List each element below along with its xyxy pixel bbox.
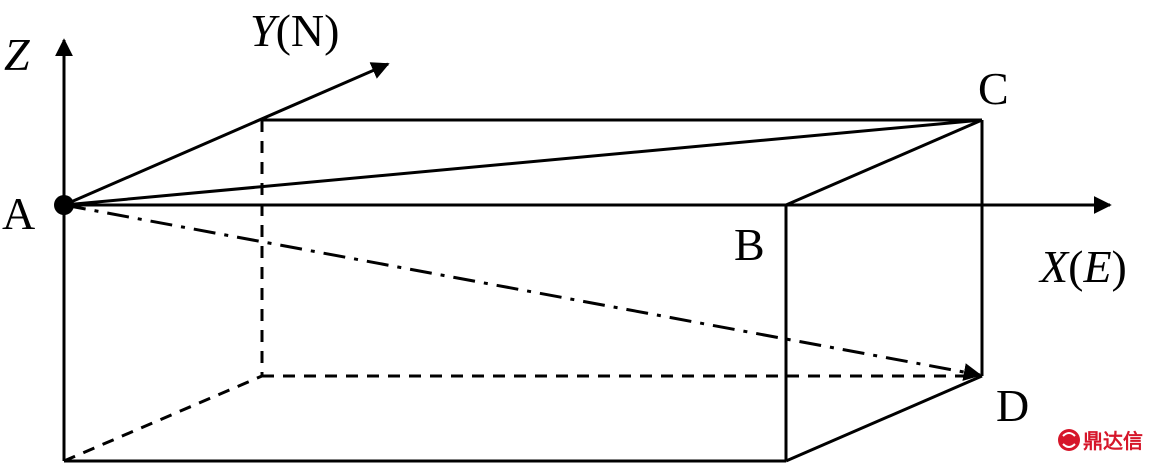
x-axis-label: X(E) bbox=[1038, 241, 1127, 292]
line-a-to-d bbox=[63, 203, 982, 381]
point-a-dot bbox=[54, 195, 74, 215]
hidden-edge-bottom-left bbox=[63, 374, 263, 463]
edge-b-to-c bbox=[785, 118, 983, 207]
x-axis-label-open: ( bbox=[1068, 241, 1083, 292]
y-axis-label-unit: (N) bbox=[276, 5, 340, 56]
x-axis-label-unit: E bbox=[1082, 241, 1111, 292]
edge-bottom-right bbox=[785, 374, 983, 463]
y-axis-label-var: Y bbox=[250, 5, 280, 56]
point-d-label: D bbox=[996, 380, 1029, 431]
watermark-logo: 鼎达信 bbox=[1058, 429, 1143, 453]
watermark-text: 鼎达信 bbox=[1083, 429, 1143, 453]
x-axis-label-close: ) bbox=[1112, 241, 1127, 292]
z-axis-label: Z bbox=[4, 29, 30, 80]
point-b-label: B bbox=[734, 219, 765, 270]
line-a-to-c bbox=[63, 118, 983, 207]
y-axis bbox=[63, 62, 390, 207]
point-c-label: C bbox=[978, 63, 1009, 114]
x-axis-label-var: X bbox=[1038, 241, 1070, 292]
point-a-label: A bbox=[2, 188, 35, 239]
y-axis-label: Y(N) bbox=[250, 5, 339, 56]
